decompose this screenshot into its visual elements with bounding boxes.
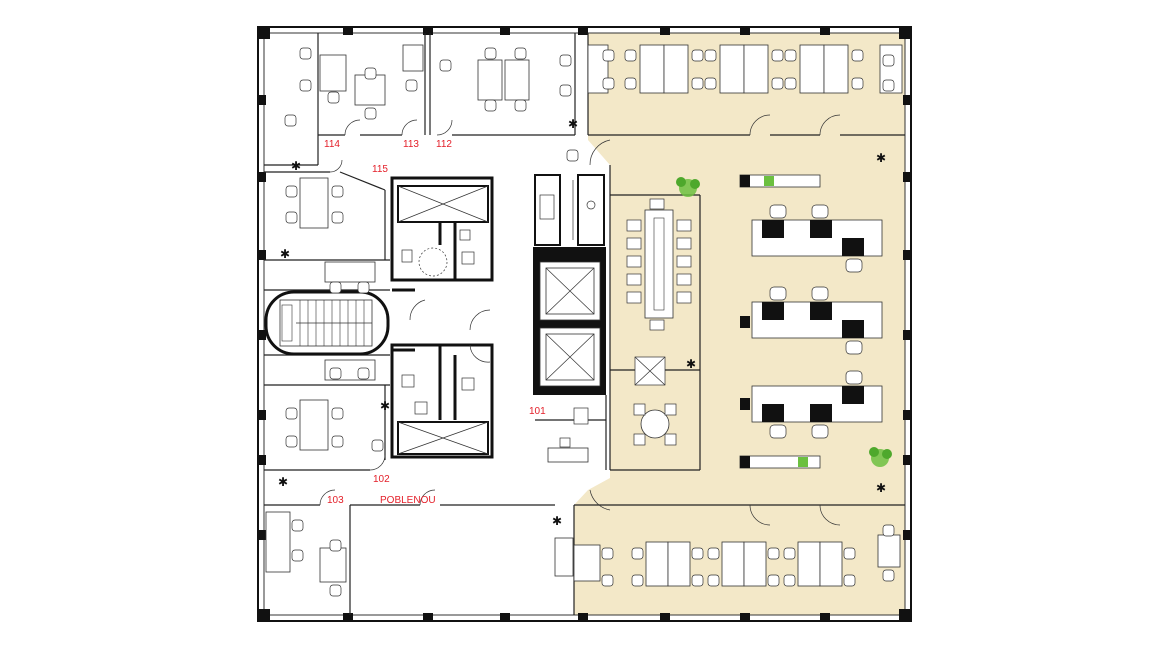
svg-text:✱: ✱ [686,357,696,371]
room-label-112: 112 [436,139,452,150]
elevator-core [533,174,606,395]
left-wing [264,159,905,615]
plant-icon [676,176,892,467]
room-label-poblenou: POBLENOU [380,495,436,506]
reception-101 [535,395,607,470]
room-labels: 114 113 112 115 101 102 103 POBLENOU [324,139,546,506]
svg-text:✱: ✱ [568,117,578,131]
room-label-115: 115 [372,164,388,175]
stairs [264,290,390,356]
stairs-icon [299,300,365,346]
svg-text:✱: ✱ [876,481,886,495]
outer-walls [257,26,912,622]
svg-text:✱: ✱ [380,399,390,413]
svg-text:✱: ✱ [278,475,288,489]
room-label-102: 102 [373,474,390,485]
benches [739,174,883,469]
svg-text:✱: ✱ [291,159,301,173]
room-label-113: 113 [403,139,419,150]
small-plant-icons: ✱ ✱ ✱ ✱ ✱ ✱ ✱ ✱ ✱ [278,117,886,528]
desk-clusters [265,44,903,587]
svg-text:✱: ✱ [876,151,886,165]
room-label-114: 114 [324,139,340,150]
room-label-101: 101 [529,406,546,417]
meeting-zone [609,165,701,471]
svg-text:✱: ✱ [280,247,290,261]
svg-text:✱: ✱ [552,514,562,528]
chairs [284,47,895,597]
room-label-103: 103 [327,495,344,506]
elevator-icon [545,333,595,381]
core-toilets [390,176,494,459]
